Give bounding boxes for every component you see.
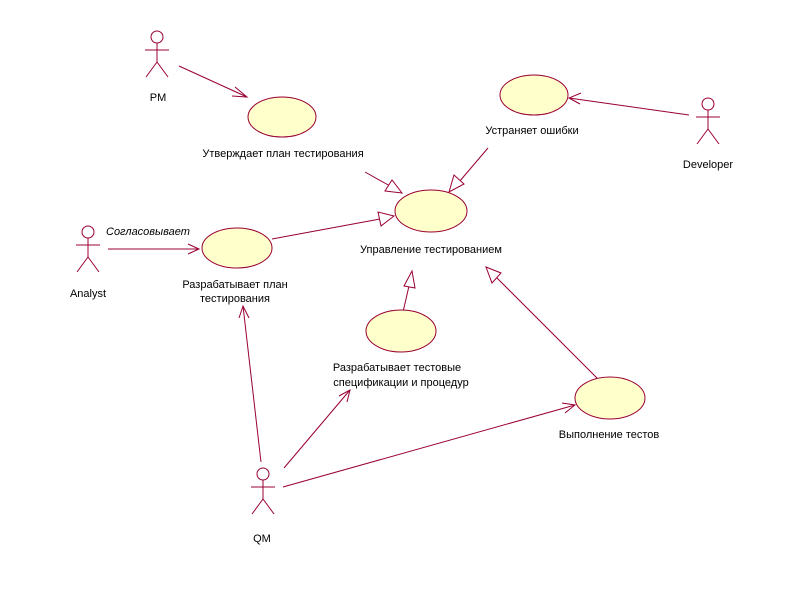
edge-specs-to-management[interactable] xyxy=(402,269,416,313)
edge-analyst-develops-plan[interactable]: Согласовывает xyxy=(106,226,201,255)
edge-tests-to-management[interactable] xyxy=(485,266,598,379)
edge-fixes-to-management[interactable] xyxy=(448,147,489,194)
arrowhead-icon xyxy=(187,243,201,255)
usecase-fixes-bugs-label: Устраняет ошибки xyxy=(485,125,578,137)
actor-qm-label: QM xyxy=(253,533,271,545)
actor-qm[interactable]: QM xyxy=(251,467,275,545)
usecase-develops-specs[interactable]: Разрабатывает тестовые спецификации и пр… xyxy=(333,309,469,389)
usecase-develops-specs-label-line1: Разрабатывает тестовые xyxy=(333,362,461,374)
actor-pm-label: PM xyxy=(150,92,167,104)
arrowhead-icon xyxy=(231,86,249,98)
usecase-fixes-bugs[interactable]: Устраняет ошибки xyxy=(485,74,579,137)
usecase-runs-tests[interactable]: Выполнение тестов xyxy=(559,376,660,441)
edge-approves-to-management[interactable] xyxy=(364,171,404,194)
usecase-test-management-label: Управление тестированием xyxy=(360,244,502,256)
edge-developer-fixes-bugs[interactable] xyxy=(567,92,690,116)
edge-qm-runs-tests[interactable] xyxy=(282,402,577,488)
edge-pm-approves-plan[interactable] xyxy=(178,65,249,98)
edge-qm-develops-plan[interactable] xyxy=(238,304,262,463)
usecase-approves-plan[interactable]: Утверждает план тестирования xyxy=(202,96,364,160)
actor-qm-figure-icon xyxy=(251,467,275,515)
actor-developer-label: Developer xyxy=(683,159,733,171)
usecase-develops-specs-label-line2: спецификации и процедур xyxy=(333,377,468,389)
generalization-arrow-icon xyxy=(403,269,416,289)
usecase-develops-plan[interactable]: Разрабатывает план тестирования xyxy=(182,227,288,305)
actor-analyst-label: Analyst xyxy=(70,288,106,300)
usecase-approves-plan-label: Утверждает план тестирования xyxy=(202,148,363,160)
usecase-develops-plan-label-line2: тестирования xyxy=(200,293,270,305)
arrowhead-icon xyxy=(338,389,351,403)
arrowhead-icon xyxy=(238,304,250,319)
edge-label-agrees: Согласовывает xyxy=(106,226,190,238)
generalization-arrow-icon xyxy=(448,174,465,194)
actor-developer-figure-icon xyxy=(696,97,720,145)
arrowhead-icon xyxy=(567,92,582,105)
actor-pm-figure-icon xyxy=(145,30,169,78)
generalization-arrow-icon xyxy=(377,211,396,227)
arrowhead-icon xyxy=(561,402,577,414)
usecase-develops-plan-label-line1: Разрабатывает план xyxy=(182,279,287,291)
generalization-arrow-icon xyxy=(485,266,502,284)
edge-qm-develops-specs[interactable] xyxy=(283,389,351,469)
actor-analyst-figure-icon xyxy=(76,225,100,273)
generalization-arrow-icon xyxy=(384,179,404,194)
usecase-runs-tests-label: Выполнение тестов xyxy=(559,429,660,441)
usecase-test-management[interactable]: Управление тестированием xyxy=(360,189,502,256)
actor-developer[interactable]: Developer xyxy=(683,97,733,171)
edge-develops-plan-to-management[interactable] xyxy=(271,211,396,240)
actor-pm[interactable]: PM xyxy=(145,30,169,104)
actor-analyst[interactable]: Analyst xyxy=(70,225,106,300)
